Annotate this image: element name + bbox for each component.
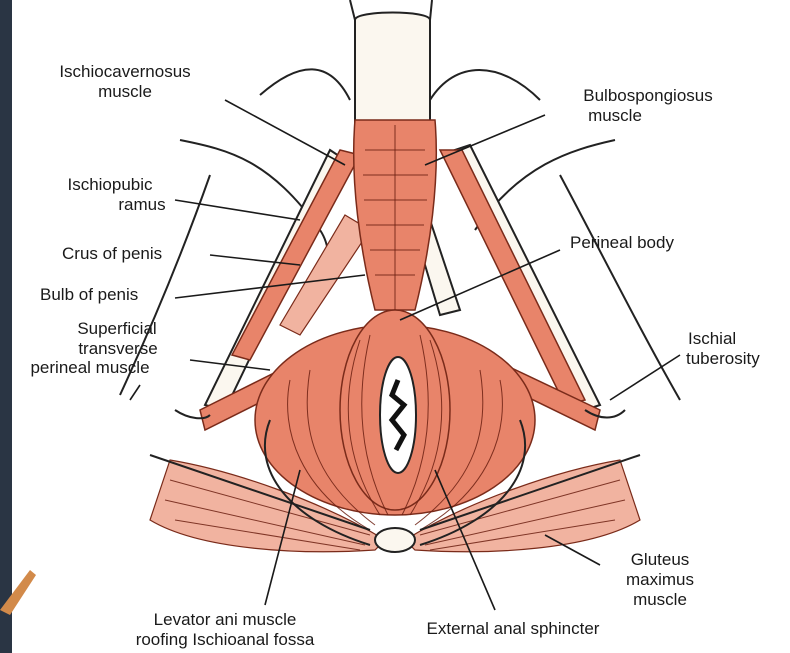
leader-ischiocavernosus [225,100,345,165]
label-gluteus-3: muscle [633,590,687,609]
leader-bulbospongiosus [425,115,545,165]
label-ischiopubic-2: ramus [118,195,165,214]
label-superficial-3: perineal muscle [30,358,149,377]
label-levator-ani-2: roofing Ischioanal fossa [136,630,315,649]
label-ischial-2: tuberosity [686,349,760,368]
label-bulbospongiosus-2: muscle [588,106,642,125]
label-ischial-1: Ischial [688,329,736,348]
leader-small-tick [130,385,140,400]
label-bulb-of-penis: Bulb of penis [40,285,138,304]
label-external-anal-sphincter: External anal sphincter [427,619,600,638]
label-gluteus-1: Gluteus [631,550,690,569]
label-ischiocavernosus-2: muscle [98,82,152,101]
label-ischiopubic-1: Ischiopubic [67,175,153,194]
label-ischiocavernosus-1: Ischiocavernosus [59,62,190,81]
label-levator-ani-1: Levator ani muscle [154,610,297,629]
left-thigh-outline [260,69,350,100]
label-gluteus-2: maximus [626,570,694,589]
label-superficial-2: transverse [78,339,157,358]
leader-ischial-tuberosity [610,355,680,400]
coccyx-tip [375,528,415,552]
label-superficial-1: Superficial [77,319,156,338]
label-perineal-body: Perineal body [570,233,674,252]
right-thigh-outline [430,70,540,100]
anatomy-drawing [120,0,680,552]
penis-shaft [355,13,430,136]
left-border [0,0,12,653]
label-crus-of-penis: Crus of penis [62,244,162,263]
label-bulbospongiosus-1: Bulbospongiosus [583,86,712,105]
